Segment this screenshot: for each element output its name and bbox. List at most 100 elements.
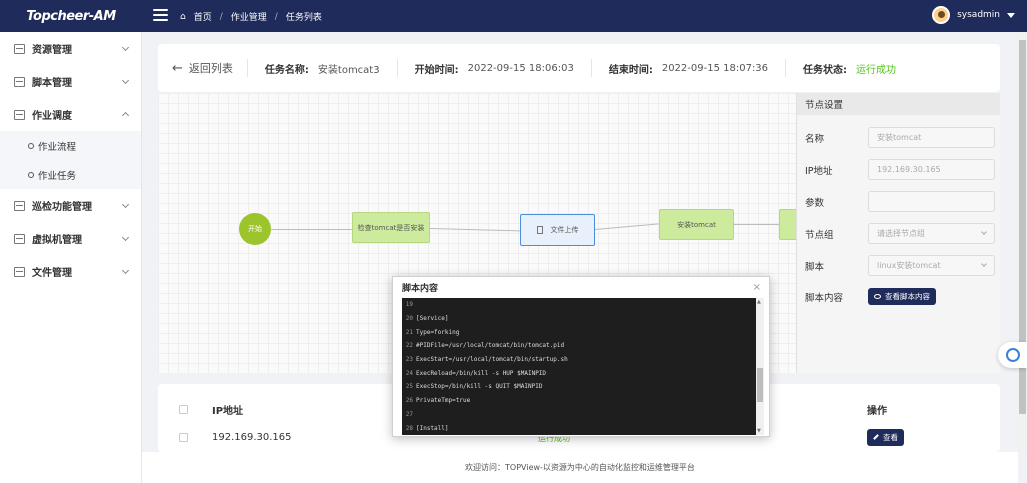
user-menu[interactable]: sysadmin [932, 6, 1015, 24]
script-content-label: 脚本内容 [805, 292, 844, 304]
node-group-placeholder: 请选择节点组 [877, 229, 925, 238]
flow-canvas[interactable]: 开始 检查tomcat是否安装 文件上传 安装tomcat [158, 93, 796, 373]
sidebar-item-label: 文件管理 [32, 268, 72, 279]
param-label: 参数 [805, 197, 825, 209]
breadcrumb-job-management[interactable]: 作业管理 [230, 13, 267, 23]
page-scrollbar-thumb[interactable] [1019, 40, 1026, 414]
logo[interactable]: Topcheer-AM [0, 0, 142, 32]
assistant-icon [1005, 348, 1020, 362]
view-script-button[interactable]: 查看脚本内容 [868, 288, 936, 305]
code-line: 28[Install] [402, 421, 756, 435]
node-settings-title: 节点设置 [797, 93, 1000, 115]
ip-row: IP地址 192.169.30.165 [805, 159, 995, 180]
inspection-icon [14, 200, 25, 211]
chevron-down-icon [981, 261, 987, 267]
task-name-label: 任务名称: [264, 64, 309, 76]
view-label: 查看 [883, 432, 898, 442]
line-text: ExecReload=/bin/kill -s HUP $MAINPID [416, 369, 547, 377]
caret-down-icon [1007, 12, 1015, 18]
table-header: IP地址 操作 [158, 398, 1000, 420]
flow-node-next[interactable] [779, 209, 796, 240]
task-header: ← 返回列表 任务名称: 安装tomcat3 开始时间: 2022-09-15 … [158, 44, 1000, 92]
sidebar-subitem-job-flow[interactable]: 作业流程 [0, 131, 141, 160]
sidebar-item-job-schedule[interactable]: 作业调度 [0, 98, 141, 131]
arrow-left-icon: ← [172, 60, 183, 76]
line-number: 20 [405, 315, 413, 323]
select-all-checkbox[interactable] [179, 404, 188, 414]
flow-edge [271, 229, 352, 230]
task-status-label: 任务状态: [803, 64, 848, 76]
back-label: 返回列表 [188, 62, 233, 75]
line-text: Type=forking [416, 328, 460, 336]
breadcrumb-separator: / [219, 11, 223, 22]
view-button[interactable]: 查看 [867, 428, 904, 446]
sidebar-item-script[interactable]: 脚本管理 [0, 65, 141, 98]
sidebar-item-label: 虚拟机管理 [32, 235, 82, 246]
assistant-float-button[interactable] [998, 342, 1027, 368]
node-group-select[interactable]: 请选择节点组 [868, 223, 995, 244]
ip-value: 192.169.30.165 [877, 165, 941, 174]
resource-icon [14, 43, 25, 54]
scroll-down-icon[interactable]: ▼ [757, 428, 761, 434]
sidebar-item-label: 脚本管理 [32, 78, 72, 89]
flow-node-file-upload[interactable]: 文件上传 [520, 214, 595, 246]
sidebar-item-label: 资源管理 [32, 45, 72, 56]
sidebar-item-inspection[interactable]: 巡检功能管理 [0, 189, 141, 222]
row-checkbox[interactable] [179, 432, 188, 442]
flow-node-start[interactable]: 开始 [239, 213, 271, 245]
back-to-list-button[interactable]: ← 返回列表 [158, 59, 248, 77]
flow-edge [429, 228, 520, 232]
param-input[interactable] [868, 191, 995, 212]
flow-node-label: 文件上传 [550, 226, 579, 234]
code-scrollbar[interactable]: ▲ ▼ [756, 298, 764, 435]
line-text: PrivateTmp=true [416, 397, 471, 405]
script-select[interactable]: linux安装tomcat [868, 255, 995, 276]
close-icon[interactable]: × [752, 282, 761, 293]
ip-input[interactable]: 192.169.30.165 [868, 159, 995, 180]
start-time-label: 开始时间: [414, 64, 459, 76]
scroll-up-icon[interactable]: ▲ [757, 299, 761, 305]
code-line: 20[Service] [402, 312, 756, 326]
code-line: 22#PIDFile=/usr/local/tomcat/bin/tomcat.… [402, 339, 756, 353]
script-label: 脚本 [805, 261, 825, 273]
node-name-value: 安装tomcat [877, 133, 922, 142]
menu-toggle-icon[interactable] [153, 9, 168, 22]
chevron-down-icon [121, 266, 130, 275]
start-time-field: 开始时间: 2022-09-15 18:06:03 [398, 59, 592, 77]
chevron-down-icon [121, 233, 130, 242]
end-time-label: 结束时间: [608, 64, 653, 76]
ip-column-header: IP地址 [212, 405, 244, 417]
code-scrollbar-thumb[interactable] [757, 368, 763, 402]
breadcrumb-home[interactable]: 首页 [193, 13, 212, 23]
flow-node-install-tomcat[interactable]: 安装tomcat [659, 209, 734, 240]
script-value: linux安装tomcat [877, 261, 941, 270]
end-time-field: 结束时间: 2022-09-15 18:07:36 [592, 59, 787, 77]
table-row: 192.169.30.165 查看 [158, 426, 1000, 448]
script-content-row: 脚本内容 查看脚本内容 [805, 288, 995, 305]
sidebar-item-file[interactable]: 文件管理 [0, 255, 141, 288]
sidebar-item-vm[interactable]: 虚拟机管理 [0, 222, 141, 255]
chevron-up-icon [121, 111, 130, 120]
script-icon [14, 76, 25, 87]
node-group-label: 节点组 [805, 229, 834, 241]
flow-node-check-tomcat[interactable]: 检查tomcat是否安装 [352, 212, 430, 243]
code-line: 19 [402, 298, 756, 312]
sidebar-subitem-job-task[interactable]: 作业任务 [0, 160, 141, 189]
breadcrumb-task-list: 任务列表 [285, 13, 322, 23]
breadcrumb-separator: / [274, 11, 278, 22]
line-text: [Service] [416, 315, 449, 323]
node-name-input[interactable]: 安装tomcat [868, 127, 995, 148]
task-name-value: 安装tomcat3 [317, 64, 380, 76]
task-status-field: 任务状态: 运行成功 [786, 59, 913, 77]
row-ip: 192.169.30.165 [212, 431, 292, 443]
eye-icon [874, 294, 881, 299]
chevron-down-icon [121, 43, 130, 52]
script-row: 脚本 linux安装tomcat [805, 255, 995, 276]
sidebar-item-resource[interactable]: 资源管理 [0, 32, 141, 65]
chevron-down-icon [121, 200, 130, 209]
